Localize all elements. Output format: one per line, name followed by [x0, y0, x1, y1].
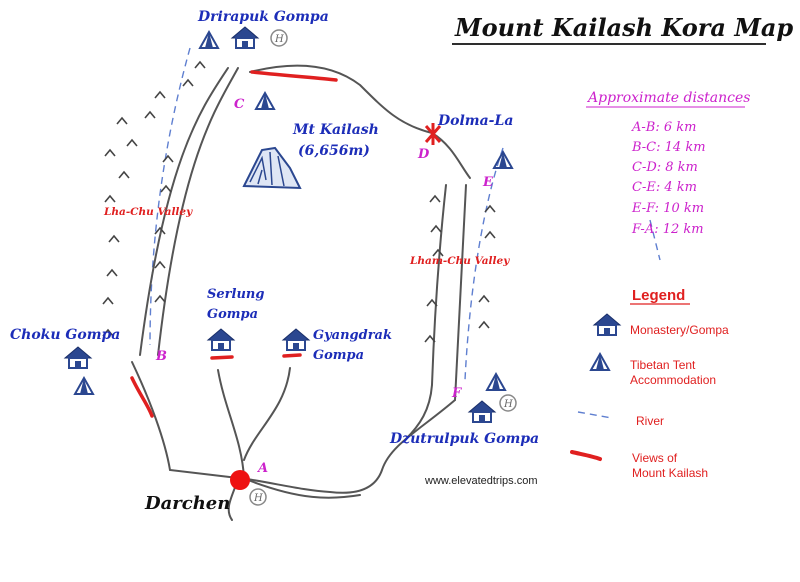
monastery-icon — [593, 313, 621, 336]
monastery-icon — [468, 400, 496, 423]
trail-c-d — [249, 64, 433, 134]
river-lha-chu — [149, 47, 191, 346]
trail-west — [139, 67, 229, 356]
tent-icon — [590, 353, 610, 371]
svg-text:Monastery/Gompa: Monastery/Gompa — [630, 323, 729, 337]
tent-icon — [199, 31, 219, 49]
pass-marker-icon — [424, 123, 442, 145]
point-c: C — [234, 97, 245, 112]
label-choku: Choku Gompa — [10, 327, 120, 343]
view-west — [130, 376, 154, 418]
label-dzutrulpuk: Dzutrulpuk Gompa — [389, 431, 539, 447]
point-e: E — [482, 175, 494, 190]
river-lham-chu — [464, 147, 504, 381]
label-lham-chu-valley: Lham-Chu Valley — [409, 255, 510, 267]
distances-heading: Approximate distances — [586, 90, 750, 106]
label-darchen: Darchen — [144, 493, 230, 514]
label-gyangdrak-line2: Gompa — [313, 348, 364, 363]
legend-monastery: Monastery/Gompa — [593, 313, 729, 337]
trail-east-outer — [404, 184, 447, 441]
label-gyangdrak-line1: Gyangdrak — [313, 328, 392, 343]
river-stub — [649, 219, 661, 261]
trail-west-inner — [157, 67, 239, 356]
distance-item: E-F: 10 km — [631, 201, 704, 216]
monastery-icon — [231, 26, 259, 49]
trail-serlung-a — [217, 369, 245, 479]
distance-item: A-B: 6 km — [631, 120, 696, 135]
mountain-icon — [242, 146, 302, 190]
point-d: D — [417, 147, 430, 162]
svg-text:Views of: Views of — [632, 451, 678, 465]
view-gyangdrak — [282, 353, 302, 358]
svg-text:Accommodation: Accommodation — [630, 373, 716, 387]
mt-kailash-height: (6,656m) — [298, 143, 370, 159]
monastery-icon — [207, 328, 235, 351]
svg-text:River: River — [636, 414, 664, 428]
monastery-icon — [64, 346, 92, 369]
helipad-icon: H — [270, 29, 288, 47]
rivers — [149, 47, 661, 381]
map-title: Mount Kailash Kora Map — [454, 13, 793, 42]
svg-text:Tibetan Tent: Tibetan Tent — [630, 358, 696, 372]
helipad-icon: H — [499, 394, 517, 412]
label-drirapuk: Drirapuk Gompa — [197, 9, 329, 25]
tent-icon — [74, 377, 94, 395]
trail-a-b — [131, 361, 239, 479]
label-serlung-line2: Gompa — [207, 307, 258, 322]
trail-gyangdrak-a — [243, 367, 291, 461]
legend-views: Views of Mount Kailash — [570, 450, 708, 480]
website-url: www.elevatedtrips.com — [424, 475, 538, 487]
svg-text:H: H — [503, 399, 513, 410]
tent-icon — [486, 373, 506, 391]
distance-item: B-C: 14 km — [631, 140, 706, 155]
svg-text:H: H — [274, 34, 284, 45]
label-dolma-la: Dolma-La — [437, 113, 513, 129]
point-b: B — [155, 349, 167, 364]
monastery-icon — [282, 328, 310, 351]
view-north — [250, 70, 338, 82]
tent-icon — [255, 92, 275, 110]
view-serlung — [210, 355, 234, 360]
trail-f-a — [239, 399, 456, 494]
mt-kailash-name: Mt Kailash — [292, 122, 379, 138]
label-serlung-line1: Serlung — [207, 287, 264, 302]
helipad-icon: H — [249, 488, 267, 506]
kailash-views — [130, 70, 338, 418]
start-marker-icon — [230, 470, 250, 490]
trail-east-inner — [454, 184, 467, 401]
distance-item: C-D: 8 km — [632, 160, 698, 175]
distance-item: F-A: 12 km — [631, 222, 704, 237]
distance-item: C-E: 4 km — [632, 180, 697, 195]
point-f: F — [451, 386, 462, 401]
svg-text:Mount Kailash: Mount Kailash — [632, 466, 708, 480]
distance-list: A-B: 6 km B-C: 14 km C-D: 8 km C-E: 4 km… — [631, 120, 706, 237]
legend-tent: Tibetan Tent Accommodation — [590, 353, 716, 387]
svg-text:H: H — [253, 493, 263, 504]
legend-river: River — [577, 411, 664, 428]
legend-heading: Legend — [632, 287, 685, 304]
trail-a-east — [247, 479, 361, 499]
label-lha-chu-valley: Lha-Chu Valley — [103, 206, 193, 218]
valley-chevrons-west — [102, 61, 206, 337]
point-a: A — [256, 461, 268, 476]
